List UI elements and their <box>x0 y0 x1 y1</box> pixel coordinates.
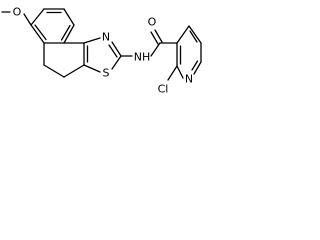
bond-c2-s <box>111 55 122 70</box>
atom-chloro: Cl <box>158 83 169 96</box>
bond-c-o-1 <box>150 31 159 45</box>
bond-c4-n <box>83 37 101 44</box>
atom-amide-o: O <box>148 16 157 29</box>
bond-c-cl <box>167 65 178 81</box>
bond-s-c5 <box>83 64 101 73</box>
bond-o-aromatic <box>23 13 32 26</box>
atom-thiazole-s: S <box>103 67 110 80</box>
bond-benzene-6-inner <box>34 24 47 41</box>
bond-benzene-4-inner <box>60 24 71 41</box>
bond-n-c2-inner <box>108 44 118 58</box>
bond-pyridine-2-inner <box>189 30 198 43</box>
atom-methoxy-o: O <box>13 6 22 19</box>
atom-labels: O N S NH O N Cl <box>13 6 193 96</box>
atom-thiazole-n: N <box>102 31 110 44</box>
bond-pyridine-2 <box>188 25 202 44</box>
bond-pyridine-1 <box>176 25 190 44</box>
bond-lines <box>1 8 202 81</box>
bond-ch2-b <box>43 64 65 78</box>
bond-ch2-c <box>63 64 85 78</box>
bond-benzene-3 <box>63 8 75 26</box>
bond-pyridine-4 <box>193 61 202 75</box>
bond-pyridine-5 <box>176 65 184 79</box>
chemical-structure-diagram: O N S NH O N Cl <box>1 6 202 96</box>
atom-amide-nh: NH <box>134 51 151 64</box>
bond-n-c2 <box>111 41 122 57</box>
bond-benzene-4 <box>63 24 75 44</box>
bond-c-o-2 <box>154 29 163 43</box>
bond-pyridine-4-inner <box>191 60 199 71</box>
bond-nh-co <box>150 42 161 57</box>
bond-benzene-6 <box>30 24 45 44</box>
bond-benzene-1 <box>30 8 45 26</box>
atom-pyridine-n: N <box>185 73 193 86</box>
